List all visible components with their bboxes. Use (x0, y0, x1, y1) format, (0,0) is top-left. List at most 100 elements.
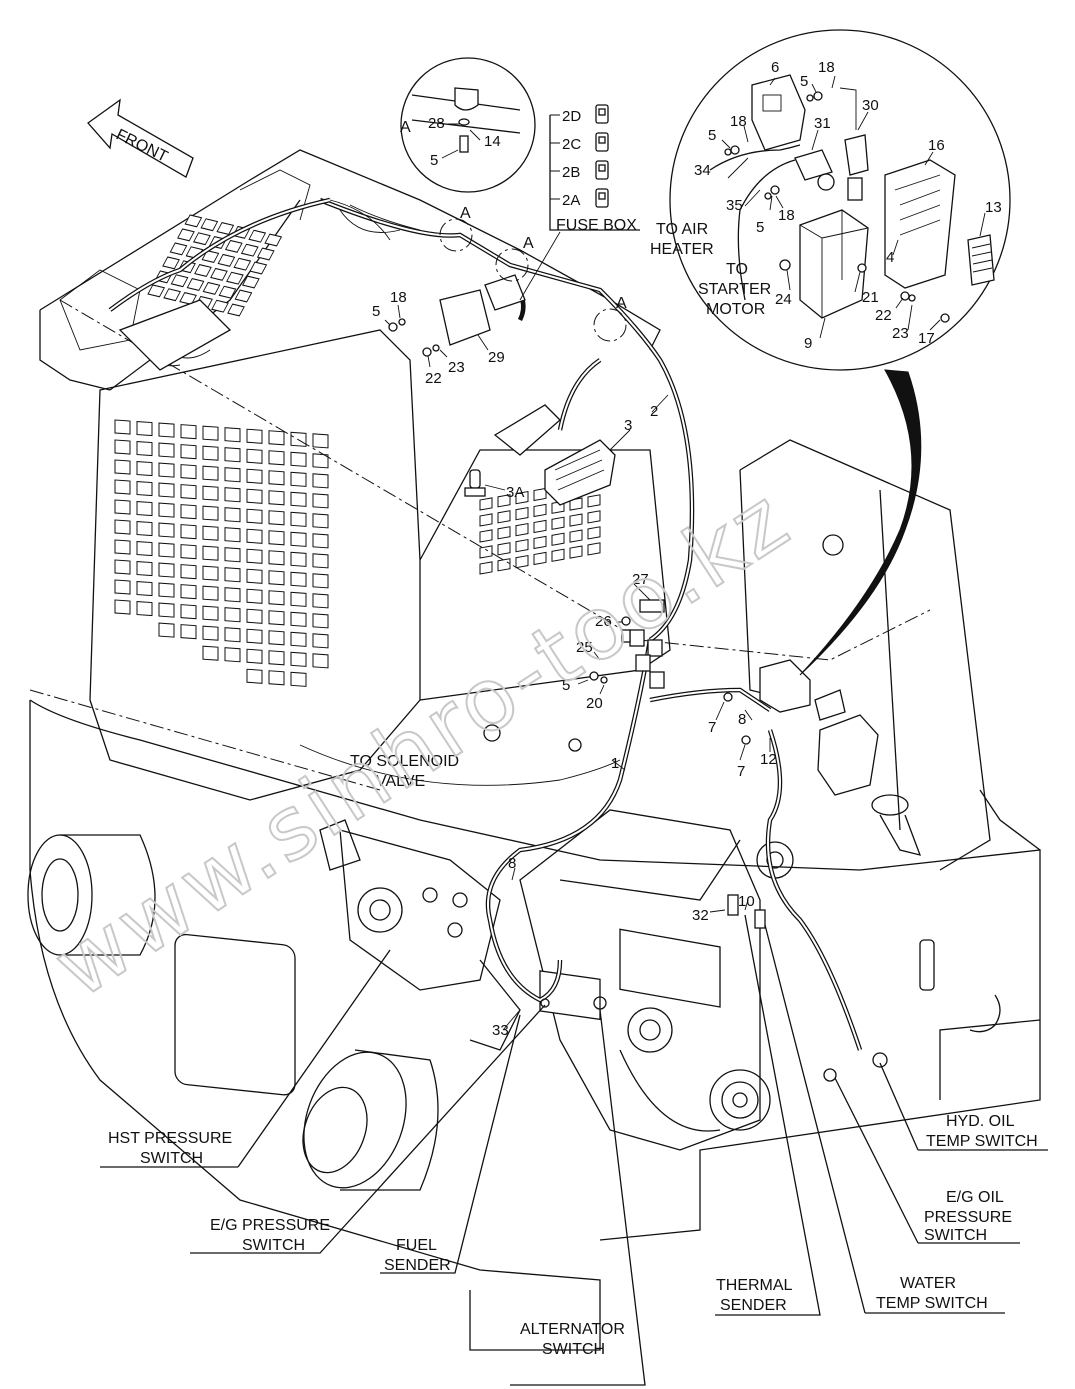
fuse-2d: 2D (562, 108, 581, 125)
fuse-box-callout: 2D 2C 2B 2A FUSE BOX (519, 104, 640, 301)
to-starter-label-1: TO (726, 261, 748, 278)
callout-a-1: A (460, 205, 471, 222)
wiring-harness-2 (319, 197, 695, 642)
roof-part-23: 23 (448, 359, 465, 376)
frame-part-10: 10 (738, 893, 755, 910)
water-temp-label-1: WATER (900, 1275, 956, 1292)
eg-pressure-label-2: SWITCH (242, 1237, 305, 1254)
hst-label-2: SWITCH (140, 1150, 203, 1167)
fuse-2c: 2C (562, 136, 581, 153)
alternator-label-1: ALTERNATOR (520, 1321, 625, 1338)
eg-oil-label-1: E/G OIL (946, 1189, 1004, 1206)
part-9: 9 (804, 335, 812, 352)
part-18-a: 18 (818, 59, 835, 76)
frame-part-33: 33 (492, 1022, 509, 1039)
frame-part-8-b: 8 (508, 855, 516, 872)
roof-part-29: 29 (488, 349, 505, 366)
part-3a: 3A (506, 484, 524, 501)
hyd-oil-label-1: HYD. OIL (946, 1113, 1015, 1130)
frame-part-32: 32 (692, 907, 709, 924)
part-5-c: 5 (756, 219, 764, 236)
thermal-sender-label-1: THERMAL (716, 1277, 793, 1294)
part-6: 6 (771, 59, 779, 76)
work-lamp (493, 404, 616, 506)
frame-part-12: 12 (760, 751, 777, 768)
part-5: 5 (430, 152, 438, 169)
wiring-harness-1 (299, 639, 863, 1051)
callout-a-3: A (616, 295, 627, 312)
frame-part-5: 5 (562, 677, 570, 694)
part-30: 30 (862, 97, 879, 114)
part-3: 3 (624, 417, 632, 434)
thermal-sender-label-2: SENDER (720, 1297, 787, 1314)
roof-part-18: 18 (390, 289, 407, 306)
fuse-bracket (439, 274, 526, 346)
part-16: 16 (928, 137, 945, 154)
alternator-label-2: SWITCH (542, 1341, 605, 1358)
water-temp-label-2: TEMP SWITCH (876, 1295, 988, 1312)
fuse-2b: 2B (562, 164, 580, 181)
hyd-oil-label-2: TEMP SWITCH (926, 1133, 1038, 1150)
lamp-bulb-icon (464, 469, 486, 497)
component-labels: HST PRESSURE SWITCH E/G PRESSURE SWITCH … (100, 914, 1048, 1386)
frame-part-7-b: 7 (737, 763, 745, 780)
part-13: 13 (985, 199, 1002, 216)
roof-part-22: 22 (425, 370, 442, 387)
part-5-a: 5 (800, 73, 808, 90)
part-24: 24 (775, 291, 792, 308)
roof-part-5: 5 (372, 303, 380, 320)
frame-part-numbers: 27 26 25 5 20 7 8 7 12 1 8 10 32 33 (492, 571, 777, 1039)
eg-oil-label-2: PRESSURE (924, 1209, 1012, 1226)
part-31: 31 (814, 115, 831, 132)
relay-module (759, 659, 879, 796)
roof-wiring-bundle (108, 197, 421, 371)
part-18-b: 18 (730, 113, 747, 130)
part-21: 21 (862, 289, 879, 306)
machine-body-outline (27, 149, 1041, 1351)
inset-bolts (724, 91, 950, 323)
frame-part-20: 20 (586, 695, 603, 712)
detail-a-circle: A 28 14 5 (400, 57, 536, 193)
part-14: 14 (484, 133, 501, 150)
frame-part-8-a: 8 (738, 711, 746, 728)
eg-pressure-label-1: E/G PRESSURE (210, 1217, 330, 1234)
frame-part-1: 1 (611, 755, 619, 772)
front-direction-arrow: FRONT (87, 98, 194, 178)
lamp-part-numbers: 3 2 3A (484, 394, 669, 501)
part-5-b: 5 (708, 127, 716, 144)
engine-sensors (540, 894, 888, 1082)
part-34: 34 (694, 162, 711, 179)
roof-part-numbers: 5 18 29 22 23 (372, 289, 505, 387)
part-17: 17 (918, 330, 935, 347)
to-solenoid-valve-label: TO SOLENOID VALVE (350, 753, 459, 790)
part-2: 2 (650, 403, 658, 420)
detail-callouts: A A A (439, 205, 627, 342)
part-22: 22 (875, 307, 892, 324)
callout-a-2: A (523, 235, 534, 252)
fuel-sender-label-1: FUEL (396, 1237, 437, 1254)
to-air-heater-label-1: TO AIR (656, 221, 708, 238)
to-air-heater-label-2: HEATER (650, 241, 714, 258)
to-starter-label-3: MOTOR (706, 301, 765, 318)
fuel-sender-label-2: SENDER (384, 1257, 451, 1274)
solenoid-label-1: TO SOLENOID (350, 753, 459, 770)
fuse-2a: 2A (562, 192, 580, 209)
part-23: 23 (892, 325, 909, 342)
hst-label-1: HST PRESSURE (108, 1130, 232, 1147)
part-18-c: 18 (778, 207, 795, 224)
part-35: 35 (726, 197, 743, 214)
fuse-icons (595, 104, 609, 208)
fuse-box-label: FUSE BOX (556, 217, 637, 234)
connector-block (629, 599, 665, 689)
part-28: 28 (428, 115, 445, 132)
detail-a-label: A (400, 119, 411, 136)
part-4: 4 (886, 249, 894, 266)
eg-oil-label-3: SWITCH (924, 1227, 987, 1244)
to-starter-label-2: STARTER (698, 281, 771, 298)
inset-detail-circle: 6 5 18 30 18 5 31 34 35 18 5 16 13 24 21… (650, 29, 1011, 676)
frame-part-25: 25 (576, 639, 593, 656)
frame-part-7-a: 7 (708, 719, 716, 736)
frame-part-27: 27 (632, 571, 649, 588)
frame-part-26: 26 (595, 613, 612, 630)
